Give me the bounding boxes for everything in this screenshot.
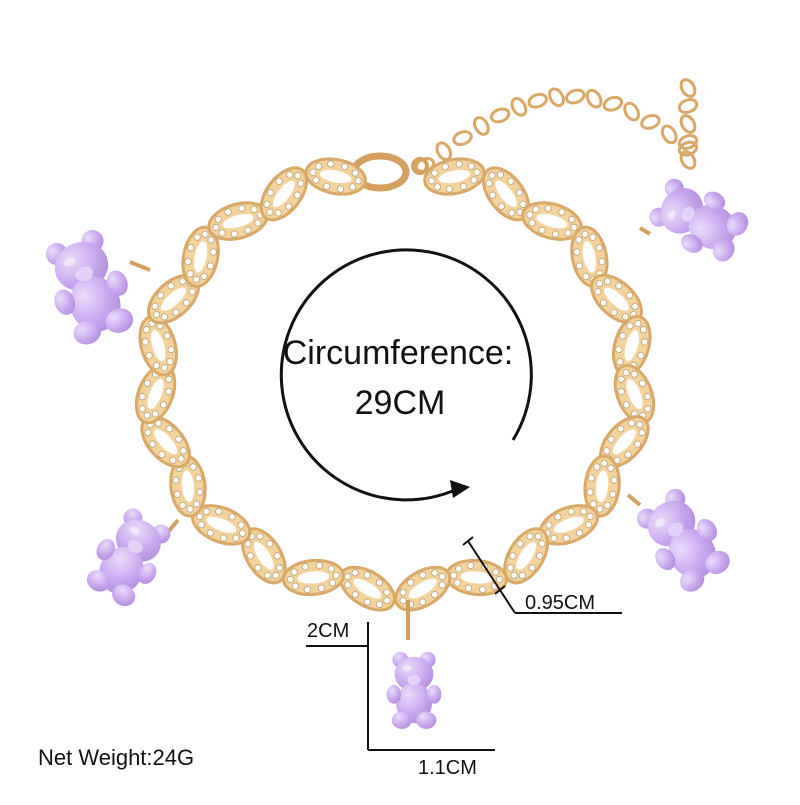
circumference-arrow: [279, 248, 533, 502]
link-width-label: 0.95CM: [525, 592, 596, 614]
charm-width-label: 1.1CM: [418, 757, 477, 779]
bear-charm-right-top: [638, 169, 756, 271]
net-weight-label: Net Weight:24G: [38, 745, 195, 770]
extension-chain: [414, 78, 699, 173]
rhinestone-cuban-chain: [134, 157, 656, 612]
gummy-bear-charms: [35, 169, 756, 729]
bear-charm-right-bottom: [626, 480, 740, 601]
bear-charm-left-bottom: [77, 501, 180, 614]
circumference-value: 29CM: [354, 384, 446, 422]
bear-charm-center: [386, 600, 442, 729]
circumference-title: Circumference:: [282, 334, 514, 372]
charm-height-label: 2CM: [307, 620, 350, 642]
dimension-lines: [306, 536, 622, 751]
bear-charm-left-top: [35, 224, 151, 351]
